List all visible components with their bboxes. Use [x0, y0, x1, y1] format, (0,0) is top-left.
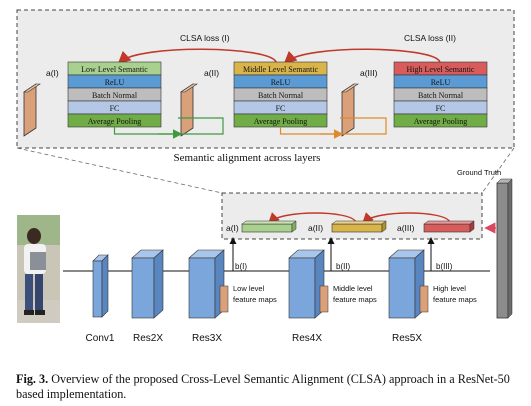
feature-map-b1 — [219, 285, 229, 313]
feature-map-b2 — [319, 285, 329, 313]
layer-pool-label-2: Average Pooling — [254, 117, 307, 126]
stage-res4x — [288, 249, 329, 319]
branch-text-3b: feature maps — [433, 295, 477, 304]
figure-caption: Fig. 3. Overview of the proposed Cross-L… — [16, 372, 521, 402]
layer-bn-label-2: Batch Normal — [258, 91, 304, 100]
mini-vector-3 — [423, 223, 471, 233]
layer-pool-label-3: Average Pooling — [414, 117, 467, 126]
input-label-2: a(II) — [204, 68, 219, 78]
mini-vector-1 — [241, 223, 293, 233]
stage-res2x — [131, 249, 164, 319]
mini-label-1: a(I) — [226, 223, 239, 233]
layer-relu-label-1: ReLU — [105, 78, 125, 87]
semantic-alignment-label: Semantic alignment across layers — [174, 152, 321, 164]
clsa-loss-2-label: CLSA loss (II) — [404, 33, 456, 43]
branch-text-3a: High level — [433, 284, 466, 293]
mini-label-3: a(III) — [397, 223, 415, 233]
input-label-3: a(III) — [360, 68, 378, 78]
layer-pool-3 — [393, 113, 488, 128]
branch-text-2b: feature maps — [333, 295, 377, 304]
layer-relu-label-2: ReLU — [271, 78, 291, 87]
branch-text-1a: Low level — [233, 284, 265, 293]
head-stack-3: High Level Semantic ReLU Batch Normal FC… — [393, 61, 488, 128]
stage-label-res4x: Res4X — [292, 333, 322, 344]
branch-id-3: b(III) — [436, 262, 453, 271]
stage-conv1 — [92, 254, 109, 318]
clsa-loss-1-arrow — [117, 48, 277, 65]
layer-fc-label-2: FC — [276, 104, 286, 113]
head-semantic-label-1: Low Level Semantic — [81, 65, 148, 74]
mini-loss-arrow-2 — [362, 212, 451, 224]
caption-label: Fig. 3. — [16, 372, 49, 386]
ground-truth-bar — [496, 182, 509, 319]
stage-res5x — [388, 249, 429, 319]
head-semantic-label-2: Middle Level Semantic — [243, 65, 319, 74]
mini-label-2: a(II) — [308, 223, 323, 233]
stage-label-res3x: Res3X — [192, 333, 222, 344]
branch-text-1b: feature maps — [233, 295, 277, 304]
input-label-1: a(I) — [46, 68, 59, 78]
layer-fc-label-1: FC — [110, 104, 120, 113]
layer-bn-label-3: Batch Normal — [418, 91, 464, 100]
stage-res3x — [188, 249, 229, 319]
mini-loss-arrow-1 — [268, 212, 357, 224]
layer-fc-label-3: FC — [436, 104, 446, 113]
head-stack-1: Low Level Semantic ReLU Batch Normal FC … — [67, 61, 162, 128]
branch-id-2: b(II) — [336, 262, 351, 271]
head-semantic-label-3: High Level Semantic — [407, 65, 475, 74]
layer-pool-label-1: Average Pooling — [88, 117, 141, 126]
feature-map-b3 — [419, 285, 429, 313]
caption-text: Overview of the proposed Cross-Level Sem… — [16, 372, 510, 401]
flow-arrow-1 — [113, 117, 224, 135]
person-image — [17, 215, 60, 323]
ground-truth-label: Ground Truth — [457, 168, 501, 177]
head-stack-2: Middle Level Semantic ReLU Batch Normal … — [233, 61, 328, 128]
branch-id-1: b(I) — [235, 262, 247, 271]
flow-arrow-2 — [279, 117, 387, 135]
stage-label-res5x: Res5X — [392, 333, 422, 344]
stage-label-conv1: Conv1 — [86, 333, 115, 344]
mini-vector-2 — [331, 223, 383, 233]
branch-text-2a: Middle level — [333, 284, 373, 293]
clsa-loss-2-arrow — [283, 48, 441, 65]
layer-bn-label-1: Batch Normal — [92, 91, 138, 100]
clsa-loss-1-label: CLSA loss (I) — [180, 33, 230, 43]
layer-relu-label-3: ReLU — [431, 78, 451, 87]
stage-label-res2x: Res2X — [133, 333, 163, 344]
